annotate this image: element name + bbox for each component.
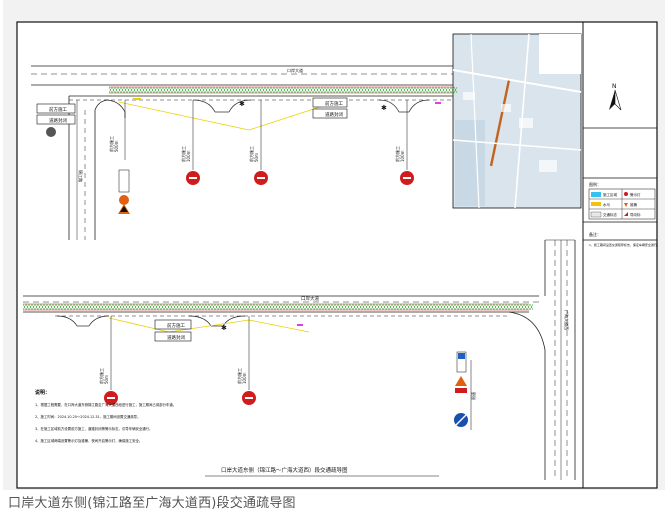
svg-text:警示灯: 警示灯 bbox=[630, 192, 641, 197]
svg-text:水马: 水马 bbox=[603, 202, 611, 207]
distance-label: 前方施工 bbox=[236, 368, 242, 384]
speed-limit-sign-icon bbox=[118, 169, 130, 214]
distance-value: 500m bbox=[114, 140, 119, 152]
distance-value: 100m bbox=[242, 372, 247, 384]
distance-value: 100m bbox=[186, 150, 191, 162]
lower-road bbox=[22, 239, 576, 480]
distance-label: 前方施工 bbox=[180, 146, 186, 162]
svg-text:前方施工: 前方施工 bbox=[49, 106, 67, 113]
stop-sign-icon bbox=[242, 391, 256, 405]
figure-caption: 口岸大道东侧(锦江路至广海大道西)段交通疏导图 bbox=[8, 496, 296, 511]
stop-sign-icon bbox=[104, 391, 118, 405]
distance-label: 前方施工 bbox=[248, 146, 254, 162]
legend-title: 图例： bbox=[589, 181, 601, 187]
worker-icon: ✱ bbox=[221, 324, 227, 332]
svg-text:前方施工: 前方施工 bbox=[325, 100, 343, 107]
svg-text:道路封闭: 道路封闭 bbox=[49, 117, 67, 124]
lower-sign-posts bbox=[110, 316, 250, 390]
svg-text:交通标志: 交通标志 bbox=[603, 212, 617, 217]
worker-icon: ✱ bbox=[239, 100, 245, 108]
construction-sign-upper-left: 前方施工 道路封闭 bbox=[36, 103, 76, 137]
notes-block: 说明： 1、根据工程需要，在口岸大道东侧锦江路至广海大道西段进行施工，施工期间占… bbox=[35, 389, 176, 443]
svg-text:施工区域: 施工区域 bbox=[603, 192, 617, 197]
remarks-text: 1、施工期间设置交通疏导标志，保证车辆安全通行。 bbox=[589, 242, 660, 247]
upper-road bbox=[31, 65, 458, 240]
direction-sign-icon bbox=[454, 351, 472, 430]
construction-sign-lower: 前方施工 道路封闭 bbox=[154, 319, 192, 342]
svg-text:锥桶: 锥桶 bbox=[630, 202, 638, 207]
location-map bbox=[452, 33, 582, 209]
worker-icon: ✱ bbox=[381, 104, 387, 112]
upper-road-label: 口岸大道 bbox=[287, 67, 303, 73]
construction-sign-upper-middle: 前方施工 道路封闭 bbox=[312, 97, 348, 119]
north-arrow-icon bbox=[609, 89, 622, 111]
right-road-label: 广海大道西 bbox=[564, 310, 570, 330]
note-line: 4、施工区域两端设置警示灯及锥桶，夜间开启警示灯，确保施工安全。 bbox=[35, 438, 142, 443]
note-line: 2、施工时间：2024.10.20～2024.12.31，施工期间设置交通疏导。 bbox=[35, 414, 140, 419]
stop-sign-icon bbox=[254, 171, 268, 185]
stop-sign-icon bbox=[400, 171, 414, 185]
distance-value: 50m bbox=[254, 153, 259, 162]
svg-text:前方施工: 前方施工 bbox=[167, 322, 185, 329]
note-line: 1、根据工程需要，在口岸大道东侧锦江路至广海大道西段进行施工，施工期间占用部分车… bbox=[35, 402, 176, 407]
distance-value: 50m bbox=[104, 375, 109, 384]
remarks-title: 备注： bbox=[589, 231, 601, 237]
side-road-label: 锦江路 bbox=[78, 170, 84, 182]
drawing-title: 口岸大道东侧（锦江路～广海大道西）段交通疏导图 bbox=[221, 466, 348, 474]
distance-value: 100m bbox=[400, 150, 405, 162]
distance-label: 前方施工 bbox=[98, 368, 104, 384]
lower-road-label: 口岸大道 bbox=[301, 295, 319, 302]
legend: 图例： 施工区域 警示灯 水马 锥桶 交通标志 导向标 bbox=[588, 181, 656, 220]
stop-sign-icon bbox=[186, 171, 200, 185]
north-label: N bbox=[612, 83, 617, 90]
distance-label: 前方施工 bbox=[108, 136, 114, 152]
speed-label: 限速 bbox=[470, 392, 476, 400]
svg-text:道路封闭: 道路封闭 bbox=[325, 111, 343, 118]
notes-title: 说明： bbox=[35, 389, 50, 396]
drawing-frame: N 图例： 施工区域 警示灯 水马 锥桶 交通标志 导向标 备注： 1、施工期间… bbox=[3, 0, 665, 490]
traffic-diversion-drawing: N 图例： 施工区域 警示灯 水马 锥桶 交通标志 导向标 备注： 1、施工期间… bbox=[16, 21, 660, 489]
distance-label: 前方施工 bbox=[394, 146, 400, 162]
svg-text:导向标: 导向标 bbox=[630, 212, 641, 217]
note-line: 3、在施工区域前方设置前方施工、道路封闭等警示标志，引导车辆安全通行。 bbox=[35, 426, 152, 431]
svg-text:道路封闭: 道路封闭 bbox=[167, 334, 185, 341]
upper-sign-posts bbox=[124, 100, 408, 170]
